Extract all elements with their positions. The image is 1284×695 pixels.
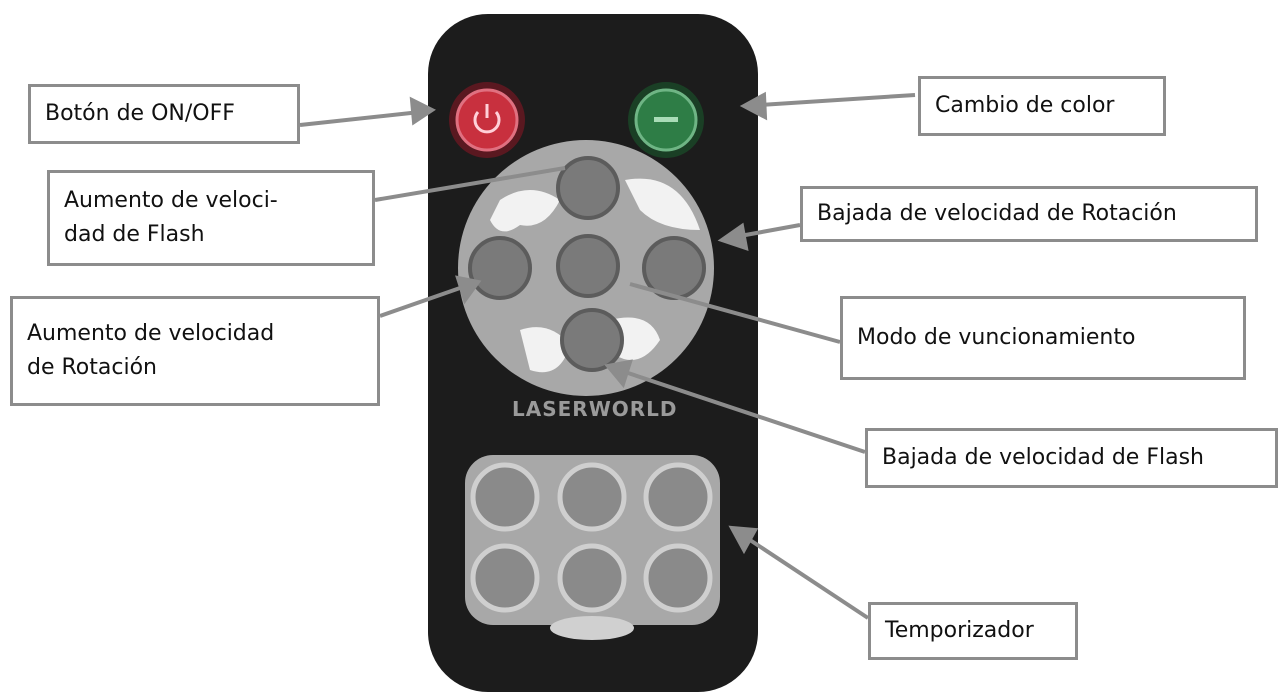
arrow-head (604, 359, 633, 389)
label-operation-mode-text: Modo de vuncionamiento (857, 325, 1136, 350)
timer-button[interactable] (470, 543, 540, 613)
label-timer-text: Temporizador (885, 618, 1034, 643)
arrow-color-change (759, 93, 916, 107)
arrow-head (739, 91, 768, 121)
label-flash-speed-down-text: Bajada de velocidad de Flash (882, 445, 1204, 470)
arrow-rotation-up (379, 286, 461, 318)
power-icon (473, 111, 501, 134)
timer-button[interactable] (557, 543, 627, 613)
label-rotation-speed-up-text: Aumento de velocidad de Rotación (27, 321, 275, 380)
power-button[interactable] (455, 88, 519, 152)
color-button-mark (654, 117, 678, 122)
timer-buttons (470, 462, 713, 613)
arrow-power (299, 110, 421, 127)
brand-logo: LASERWORLD (512, 397, 678, 421)
label-power-text: Botón de ON/OFF (45, 101, 235, 126)
pad-button-left[interactable] (468, 236, 532, 300)
arrow-timer (748, 538, 870, 620)
arrow-head (455, 275, 482, 305)
label-rotation-speed-up: Aumento de velocidad de Rotación (10, 296, 380, 406)
label-flash-speed-up-text: Aumento de veloci- dad de Flash (64, 188, 278, 247)
timer-button[interactable] (643, 462, 713, 532)
arrow-head (717, 222, 749, 251)
label-operation-mode: Modo de vuncionamiento (840, 296, 1246, 380)
timer-button[interactable] (643, 543, 713, 613)
pad-button-up[interactable] (556, 156, 620, 220)
arrow-head (409, 96, 436, 126)
timer-button[interactable] (557, 462, 627, 532)
arrow-head (728, 525, 759, 555)
pad-highlight (490, 190, 560, 232)
pad-button-down[interactable] (560, 308, 624, 372)
arrow-flash-down (624, 370, 866, 454)
pointer-arrows (299, 91, 916, 620)
label-color-change: Cambio de color (918, 76, 1166, 136)
arrow-flash-up (374, 166, 566, 202)
battery-cover (550, 616, 634, 640)
label-timer: Temporizador (868, 602, 1078, 660)
label-color-change-text: Cambio de color (935, 93, 1115, 118)
pad-highlight (520, 327, 570, 373)
timer-button[interactable] (470, 462, 540, 532)
pad-button-center[interactable] (556, 234, 620, 298)
label-power-button: Botón de ON/OFF (28, 84, 300, 144)
arrow-rotation-down (739, 223, 801, 238)
arrow-operation-mode (629, 282, 841, 344)
pad-highlight (625, 178, 700, 230)
label-rotation-speed-down-text: Bajada de velocidad de Rotación (817, 201, 1177, 226)
label-flash-speed-down: Bajada de velocidad de Flash (865, 428, 1278, 488)
label-flash-speed-up: Aumento de veloci- dad de Flash (47, 170, 375, 266)
label-rotation-speed-down: Bajada de velocidad de Rotación (800, 186, 1258, 242)
